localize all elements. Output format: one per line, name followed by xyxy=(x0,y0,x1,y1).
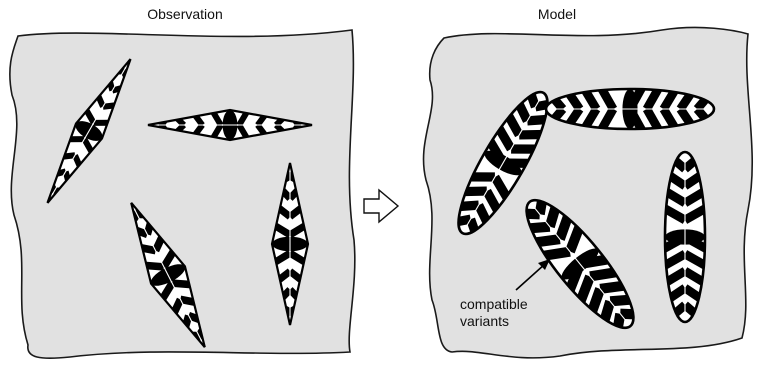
annotation-line-1: compatible xyxy=(460,296,528,312)
model-title: Model xyxy=(538,6,576,22)
right-arrow-icon xyxy=(364,190,398,222)
annotation-line-2: variants xyxy=(460,313,509,329)
observation-title: Observation xyxy=(147,6,222,22)
